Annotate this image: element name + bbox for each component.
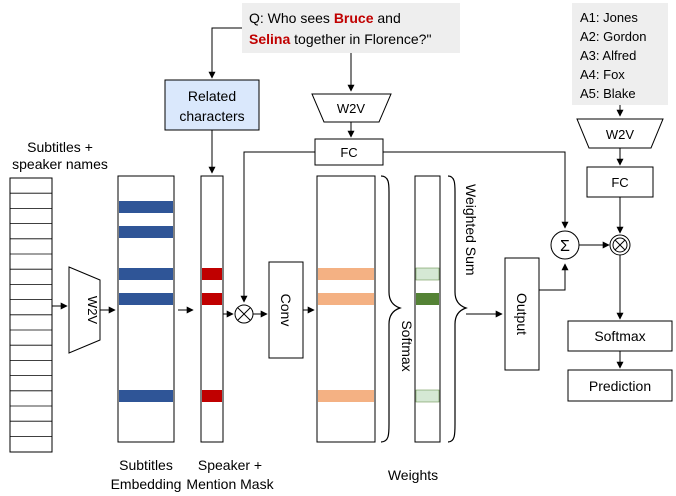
answer-4: A4: Fox (580, 67, 625, 82)
embedding-band (119, 226, 173, 238)
arrow-fc-to-sum (383, 151, 569, 229)
svg-text:Output: Output (514, 293, 530, 335)
arrow-fc-to-multiply (240, 151, 315, 303)
softmax-vertical-label: Softmax (399, 320, 415, 371)
mask-label-1: Speaker + (198, 457, 262, 473)
speaker-mention-mask (200, 175, 224, 443)
conv-block: Conv (268, 261, 304, 359)
multiply-node-left (234, 304, 254, 324)
weight-band (415, 389, 440, 403)
weighted-sum-label: Weighted Sum (463, 184, 479, 276)
embedding-band (119, 293, 173, 305)
softmax-brace: Softmax (380, 175, 415, 443)
answer-2: A2: Gordon (580, 29, 647, 44)
input-label-1: Subtitles + (27, 139, 93, 155)
related-characters-box: Related characters (164, 79, 260, 131)
answer-fc: FC (586, 166, 654, 198)
mask-band (202, 293, 222, 305)
softmax-box: Softmax (567, 320, 673, 352)
weighted-sum-brace: Weighted Sum (447, 175, 479, 443)
question-line-2: Selina together in Florence?" (249, 31, 431, 47)
feature-band (318, 390, 374, 402)
arrow-question-to-related (208, 27, 242, 79)
feature-band (318, 268, 374, 280)
embedding-band (119, 390, 173, 402)
subtitles-embedding (117, 175, 175, 443)
feature-band (318, 293, 374, 305)
question-box: Q: Who sees Bruce and Selina together in… (242, 3, 460, 53)
weight-band (415, 267, 440, 281)
svg-text:W2V: W2V (337, 101, 366, 116)
conv-feature-map (316, 175, 376, 443)
embedding-band (119, 268, 173, 280)
svg-text:FC: FC (340, 145, 357, 160)
weights-label: Weights (388, 467, 438, 483)
prediction-box: Prediction (567, 369, 673, 402)
answer-3: A3: Alfred (580, 48, 636, 63)
multiply-node-right (609, 234, 631, 256)
embedding-band (119, 201, 173, 213)
weight-band (416, 293, 439, 305)
question-line-1: Q: Who sees Bruce and (249, 10, 401, 26)
subtitle-w2v: W2V (68, 266, 101, 354)
subtitles-input-strip (9, 177, 53, 453)
svg-text:Σ: Σ (560, 238, 570, 255)
related-label-1: Related (188, 88, 236, 104)
svg-text:FC: FC (611, 175, 628, 190)
svg-text:Prediction: Prediction (589, 378, 651, 394)
arrow-output-to-sum (539, 263, 569, 291)
related-label-2: characters (179, 108, 244, 124)
question-fc: FC (314, 138, 384, 166)
svg-text:Conv: Conv (278, 294, 294, 327)
mask-band (202, 268, 222, 280)
answers-box: A1: Jones A2: Gordon A3: Alfred A4: Fox … (572, 3, 668, 105)
svg-text:Softmax: Softmax (594, 328, 645, 344)
weights-strip (414, 175, 441, 443)
answer-w2v: W2V (576, 118, 664, 149)
embedding-label-2: Embedding (111, 476, 182, 492)
output-block: Output (504, 257, 540, 371)
input-label-2: speaker names (12, 156, 108, 172)
mask-label-2: Mention Mask (186, 476, 274, 492)
mask-band (202, 390, 222, 402)
answer-1: A1: Jones (580, 10, 638, 25)
sum-node: Σ (550, 230, 580, 260)
question-w2v: W2V (311, 93, 392, 123)
answer-5: A5: Blake (580, 86, 636, 101)
embedding-label-1: Subtitles (119, 457, 173, 473)
svg-text:W2V: W2V (606, 127, 635, 142)
svg-text:W2V: W2V (85, 296, 100, 325)
